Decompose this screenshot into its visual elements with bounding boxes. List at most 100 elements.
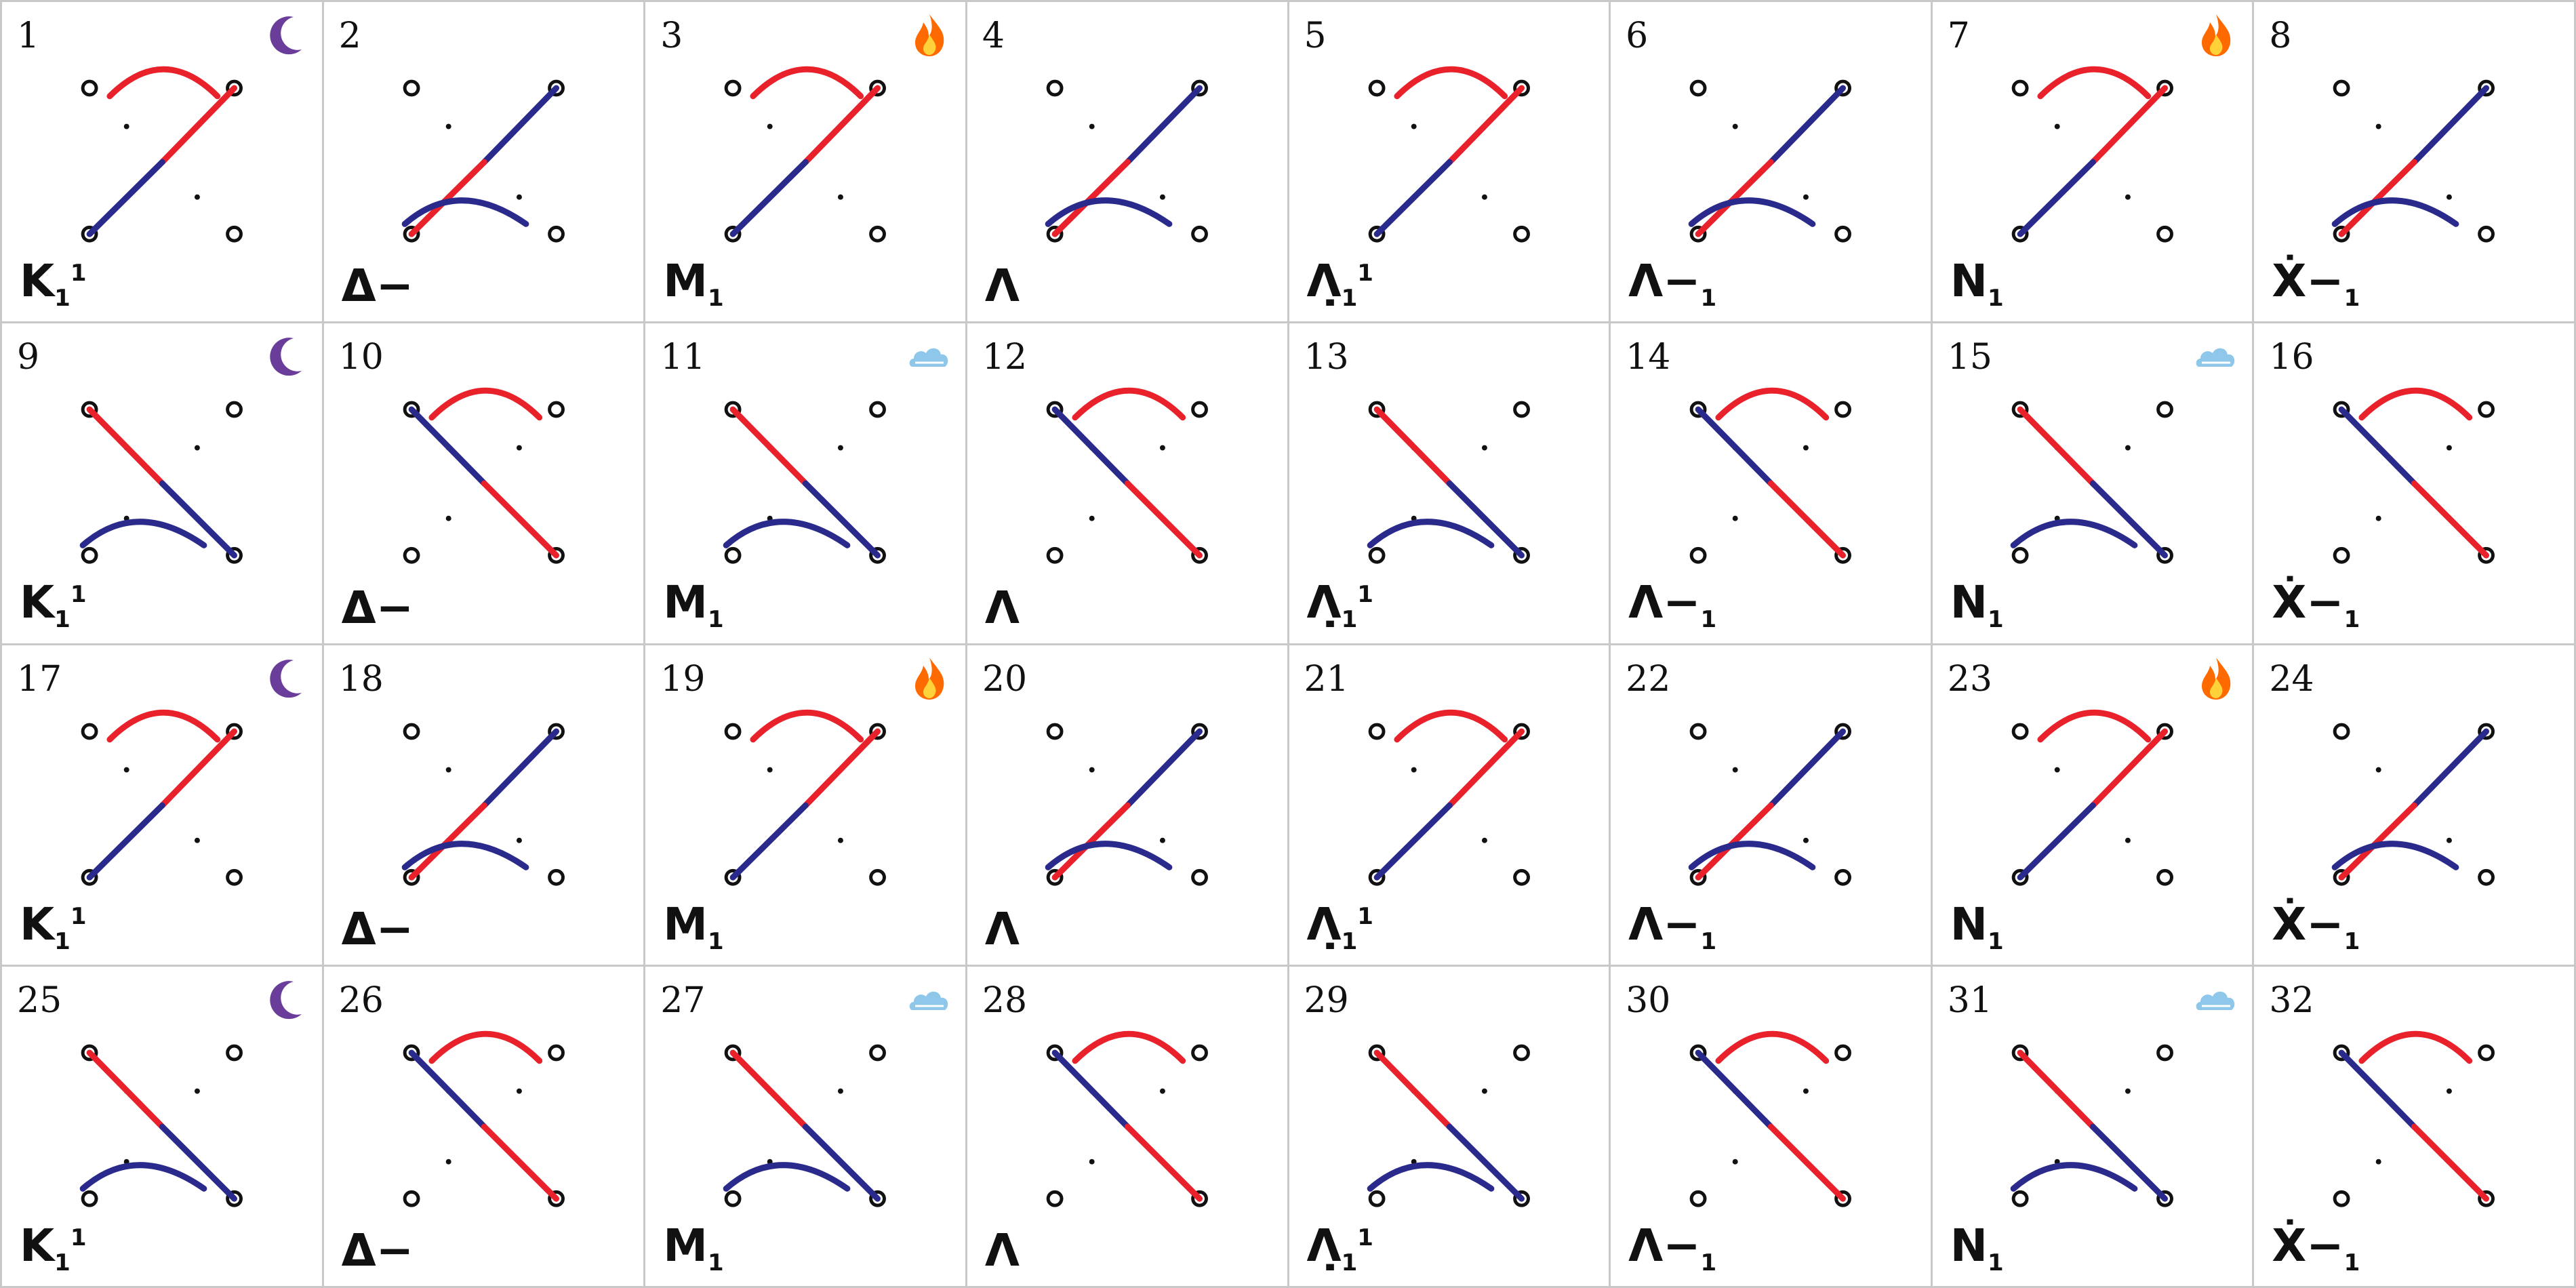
cell-symbol: Λ̣11 xyxy=(1307,1220,1373,1276)
cell-symbol: N1 xyxy=(1950,1220,2004,1276)
symbol-sub: 1 xyxy=(707,927,724,955)
vertex-circle xyxy=(724,225,742,243)
vertex-circle xyxy=(1191,723,1208,740)
vertex-circle xyxy=(869,1190,887,1207)
vertex-circle xyxy=(226,79,243,97)
bar-segment xyxy=(2089,85,2168,165)
grid-dot xyxy=(123,767,129,773)
bar-segment xyxy=(1695,159,1774,237)
bar-segment xyxy=(1373,406,1453,487)
vertex-circle xyxy=(2478,225,2495,243)
grid-dot xyxy=(838,1088,844,1094)
curved-arrow xyxy=(1072,1030,1186,1064)
cell-symbol: K11 xyxy=(20,255,87,312)
cell-number: 5 xyxy=(1304,16,1327,56)
symbol-main: Λ− xyxy=(1628,255,1701,308)
symbol-main: N xyxy=(1950,255,1988,308)
vertex-circle xyxy=(1191,225,1208,243)
bar-segment xyxy=(1051,1049,1131,1130)
vertex-circle xyxy=(1046,547,1064,564)
cell-symbol: Λ xyxy=(985,903,1020,955)
vertex-circle xyxy=(2478,1044,2495,1062)
vertex-circle xyxy=(2478,868,2495,886)
cell-number: 11 xyxy=(660,337,706,378)
vertex-circle xyxy=(2333,1044,2350,1062)
cell-number: 13 xyxy=(1304,337,1349,378)
curved-arrow xyxy=(1393,66,1508,100)
symbol-sup: 1 xyxy=(1357,902,1373,930)
curved-arrow xyxy=(106,709,221,742)
bar-segment xyxy=(1124,480,1203,559)
bar-segment xyxy=(2411,480,2490,559)
curved-arrow xyxy=(79,1162,207,1192)
cell-symbol: N1 xyxy=(1950,898,2004,955)
diagram-art xyxy=(401,79,565,243)
vertex-circle xyxy=(403,547,420,564)
symbol-main: Λ xyxy=(984,1224,1020,1276)
grid-dot xyxy=(516,445,522,451)
symbol-main: K xyxy=(20,576,55,629)
cell-symbol: Λ xyxy=(985,582,1020,634)
cell-number: 2 xyxy=(338,16,361,56)
vertex-circle xyxy=(403,225,420,243)
vertex-circle xyxy=(1046,401,1064,418)
cell-number: 4 xyxy=(982,16,1005,56)
bar-segment xyxy=(159,728,238,809)
bar-segment xyxy=(86,406,165,487)
curved-arrow xyxy=(1045,840,1173,870)
vertex-circle xyxy=(2156,547,2173,564)
bar-segment xyxy=(1051,802,1131,881)
vertex-circle xyxy=(2333,1190,2350,1207)
vertex-circle xyxy=(226,547,243,564)
cell-number: 27 xyxy=(660,980,706,1021)
grid-dot xyxy=(2447,837,2453,843)
vertex-circle xyxy=(2011,401,2029,418)
cell-number: 17 xyxy=(17,658,62,700)
symbol-sub: 1 xyxy=(54,285,71,313)
vertex-circle xyxy=(1046,1044,1064,1062)
vertex-circle xyxy=(1368,868,1385,886)
flame-icon xyxy=(2202,657,2231,700)
cell-number: 24 xyxy=(2269,658,2314,700)
cell-symbol: Λ xyxy=(985,260,1020,312)
bar-segment xyxy=(2017,802,2096,881)
symbol-main: Ẋ− xyxy=(2272,576,2344,629)
grid-dot xyxy=(2125,445,2131,451)
diagram-art xyxy=(2010,401,2173,564)
cell-number: 14 xyxy=(1626,337,1671,378)
cell-symbol: M1 xyxy=(663,255,723,312)
diagram-art xyxy=(2333,1030,2495,1207)
bar-segment xyxy=(803,480,881,559)
cell-number: 6 xyxy=(1626,16,1649,56)
symbol-main: Λ̣ xyxy=(1306,898,1342,950)
grid-dot xyxy=(2125,1088,2131,1094)
diagram-art xyxy=(403,1030,565,1207)
cell-symbol: Λ̣11 xyxy=(1307,898,1373,955)
grid-dot xyxy=(2376,515,2382,521)
vertex-circle xyxy=(2156,225,2173,243)
grid-dot xyxy=(2376,123,2382,129)
symbol-sup: 1 xyxy=(1357,260,1373,287)
curved-arrow xyxy=(723,519,851,549)
grid-dot xyxy=(1089,1159,1095,1165)
vertex-circle xyxy=(81,1190,98,1207)
vertex-circle xyxy=(1512,547,1530,564)
grid-dot xyxy=(2447,194,2453,200)
symbol-main: M xyxy=(663,255,708,308)
vertex-circle xyxy=(1368,723,1385,740)
diagram-art xyxy=(401,723,565,886)
vertex-circle xyxy=(2156,723,2173,740)
curved-arrow xyxy=(2358,388,2473,421)
vertex-circle xyxy=(1368,1190,1385,1207)
vertex-circle xyxy=(226,401,243,418)
bar-segment xyxy=(159,1123,238,1202)
bar-segment xyxy=(1446,728,1525,809)
bar-segment xyxy=(1695,406,1774,487)
cell-number: 32 xyxy=(2269,980,2314,1021)
cell-number: 9 xyxy=(17,337,40,378)
vertex-circle xyxy=(869,868,887,886)
